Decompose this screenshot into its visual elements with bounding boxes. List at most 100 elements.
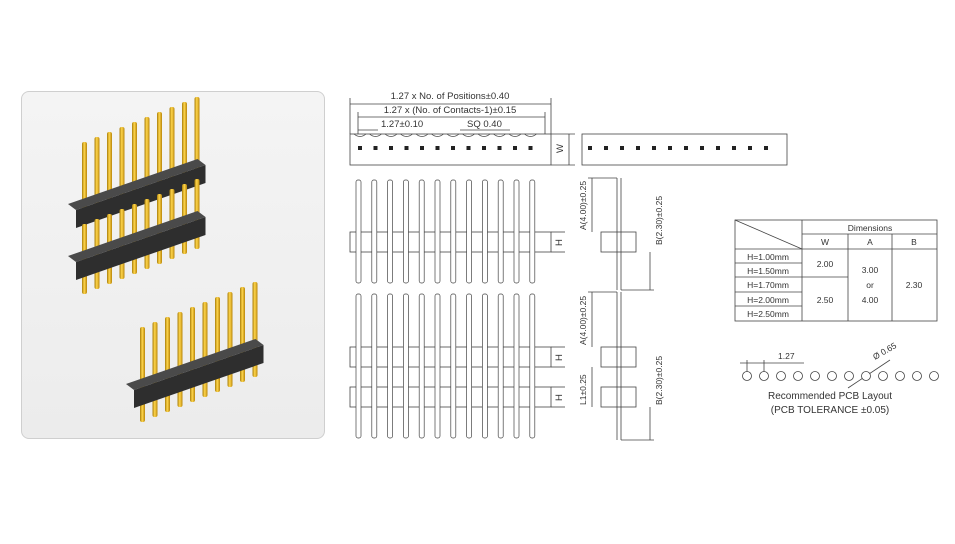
side-view-pin <box>513 293 520 439</box>
side-view-pins <box>355 179 536 439</box>
dim-b-upper: B(2.30)±0.25 <box>654 196 664 245</box>
top-view-notch <box>508 133 522 137</box>
table-col-a: A <box>867 237 873 247</box>
dim-pin-square: SQ 0.40 <box>467 119 502 130</box>
top-view-pin <box>700 146 704 150</box>
top-view-pins-alt <box>588 146 768 150</box>
side-view-pin <box>355 293 362 439</box>
top-view-pin <box>497 146 502 150</box>
dim-b-lower: B(2.30)±0.25 <box>654 356 664 405</box>
dim-positions-length: 1.27 x No. of Positions±0.40 <box>391 91 510 102</box>
top-view-pin <box>652 146 656 150</box>
table-col-w: W <box>821 237 829 247</box>
top-view-pin <box>358 146 362 150</box>
top-view-pin <box>451 146 455 150</box>
side-view-pin <box>482 293 488 439</box>
side-view-pin <box>387 293 393 439</box>
top-view-notch <box>400 133 413 137</box>
top-view-notch <box>353 133 367 137</box>
header-housing <box>134 345 264 408</box>
double-row-header-bottom <box>68 179 206 294</box>
header-housing-top <box>68 159 206 210</box>
top-view-pin <box>435 146 440 150</box>
table-b-value: 2.30 <box>906 280 923 290</box>
top-view-pin <box>482 146 486 150</box>
header-housing-top <box>68 211 206 262</box>
pcb-hole <box>793 371 803 381</box>
pcb-hole <box>929 371 939 381</box>
dim-height-label-1: H <box>554 239 565 246</box>
top-view-pin <box>764 146 768 150</box>
top-view-pin <box>748 146 752 150</box>
pcb-hole <box>912 371 922 381</box>
side-view-pin <box>497 179 504 284</box>
top-view-pin <box>373 146 378 150</box>
single-row-header <box>126 282 264 422</box>
double-row-header-top <box>68 97 206 242</box>
top-view-notch <box>477 133 491 137</box>
side-view-pin <box>513 179 520 284</box>
top-view-notch <box>493 133 506 137</box>
pcb-hole <box>759 371 769 381</box>
table-w-value-1: 2.00 <box>817 259 834 269</box>
dimensions-table <box>734 219 938 322</box>
table-a-value-1: 3.00 <box>862 265 879 275</box>
table-row-3: H=1.70mm <box>747 280 789 290</box>
dim-a-upper: A(4.00)±0.25 <box>578 181 588 230</box>
header-housing <box>76 165 206 228</box>
pcb-caption-line2: (PCB TOLERANCE ±0.05) <box>771 405 890 416</box>
pcb-hole <box>776 371 786 381</box>
dim-height-label-2: H <box>554 354 565 361</box>
side-view-pin <box>387 179 393 284</box>
top-view-pin <box>604 146 608 150</box>
header-housing-top <box>126 339 264 390</box>
top-view-pin <box>716 146 720 150</box>
side-view-pin <box>371 293 378 439</box>
product-photo-panel <box>21 91 325 439</box>
top-view-pin <box>420 146 424 150</box>
pcb-hole <box>861 371 871 381</box>
pcb-hole <box>827 371 837 381</box>
side-view-pin <box>434 179 441 284</box>
side-view-pin <box>434 293 441 439</box>
dim-pitch: 1.27±0.10 <box>381 119 423 130</box>
side-view-pin <box>497 293 504 439</box>
side-view-pin <box>371 179 378 284</box>
top-view-pin <box>588 146 592 150</box>
dim-width-label: W <box>555 144 566 153</box>
side-view-pin <box>450 293 457 439</box>
table-a-value-2: 4.00 <box>862 295 879 305</box>
top-view-notch <box>462 133 475 137</box>
pcb-pitch: 1.27 <box>778 351 795 361</box>
side-view-pin <box>418 179 425 284</box>
top-view-pin <box>620 146 624 150</box>
top-view-pin <box>684 146 688 150</box>
pcb-hole <box>895 371 905 381</box>
top-view-notch <box>431 133 444 137</box>
dim-contacts-length: 1.27 x (No. of Contacts-1)±0.15 <box>384 105 516 116</box>
dim-l1: L1±0.25 <box>578 374 588 405</box>
dim-height-label-3: H <box>554 394 565 401</box>
pin-header-render <box>68 97 264 422</box>
dim-a-lower: A(4.00)±0.25 <box>578 296 588 345</box>
side-view-pin <box>403 293 409 439</box>
table-col-b: B <box>911 237 917 247</box>
top-view-notch <box>446 133 460 137</box>
side-view-pin <box>418 293 425 439</box>
side-view-pin <box>450 179 457 284</box>
side-view-pin <box>529 179 536 284</box>
table-row-1: H=1.00mm <box>747 252 789 262</box>
top-view-pin <box>513 146 517 150</box>
table-w-value-2: 2.50 <box>817 295 834 305</box>
top-view-notch <box>384 133 398 137</box>
side-view-pin <box>529 293 536 439</box>
top-view-pin <box>404 146 409 150</box>
side-view-pin <box>466 293 472 439</box>
header-housing <box>76 217 206 280</box>
top-view-notch <box>524 133 537 137</box>
pcb-hole <box>742 371 752 381</box>
side-view-pin <box>403 179 409 284</box>
top-view-pin <box>528 146 533 150</box>
side-view-pin <box>482 179 488 284</box>
